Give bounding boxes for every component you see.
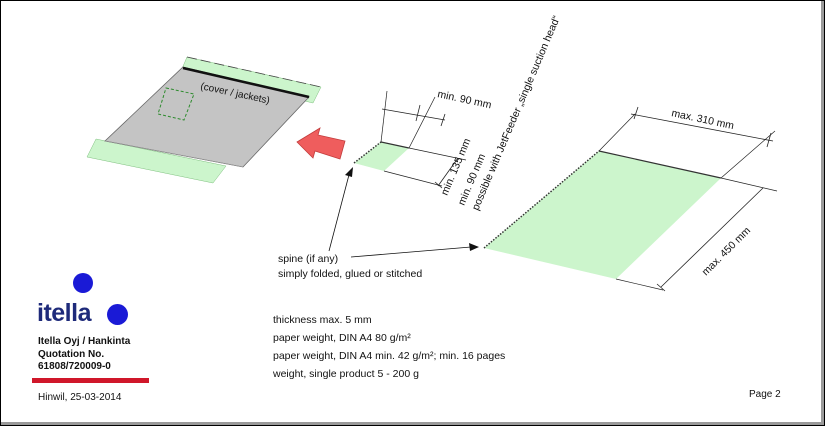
spine-leader-lines: [328, 167, 479, 258]
company-logo: itella: [37, 299, 91, 327]
label-max-310mm: max. 310 mm: [670, 107, 735, 132]
specs-list: thickness max. 5 mm paper weight, DIN A4…: [273, 311, 505, 383]
stacked-product-illustration: [86, 56, 322, 184]
spec-paper-weight: paper weight, DIN A4 80 g/m²: [273, 332, 411, 344]
logo-dot-icon: [73, 273, 93, 293]
company-info: Itella Oyj / Hankinta Quotation No. 6180…: [38, 336, 130, 374]
label-min-90mm: min. 90 mm: [436, 88, 492, 111]
cover-spine: [182, 66, 310, 99]
spec-thickness: thickness max. 5 mm: [273, 314, 372, 326]
logo-dot-icon: [107, 304, 128, 325]
quotation-number: 61808/720009-0: [38, 361, 111, 372]
label-jetfeeder-note: possible with JetFeeder „single suction …: [470, 14, 563, 213]
maximum-product-diagram: [483, 106, 778, 292]
label-max-450mm: max. 450 mm: [700, 224, 754, 278]
bottom-green-sheet: [86, 138, 227, 184]
minimum-product-diagram: [353, 90, 467, 189]
spec-paper-weight-min: paper weight, DIN A4 min. 42 g/m²; min. …: [273, 350, 506, 362]
spec-single-weight: weight, single product 5 - 200 g: [273, 368, 419, 380]
spine-description: simply folded, glued or stitched: [278, 268, 423, 280]
page-number: Page 2: [749, 389, 781, 400]
arrow-left-icon: [296, 127, 346, 160]
quotation-label: Quotation No.: [38, 348, 105, 360]
maximum-spine: [483, 150, 600, 249]
place-date: Hinwil, 25-03-2014: [38, 392, 122, 403]
brand-bar: [32, 378, 149, 383]
company-name: Itella Oyj / Hankinta: [38, 336, 131, 347]
minimum-sheet: [354, 142, 409, 171]
spine-label: spine (if any): [278, 253, 339, 265]
maximum-sheet: [484, 151, 721, 279]
jacket-outline: [157, 87, 195, 121]
